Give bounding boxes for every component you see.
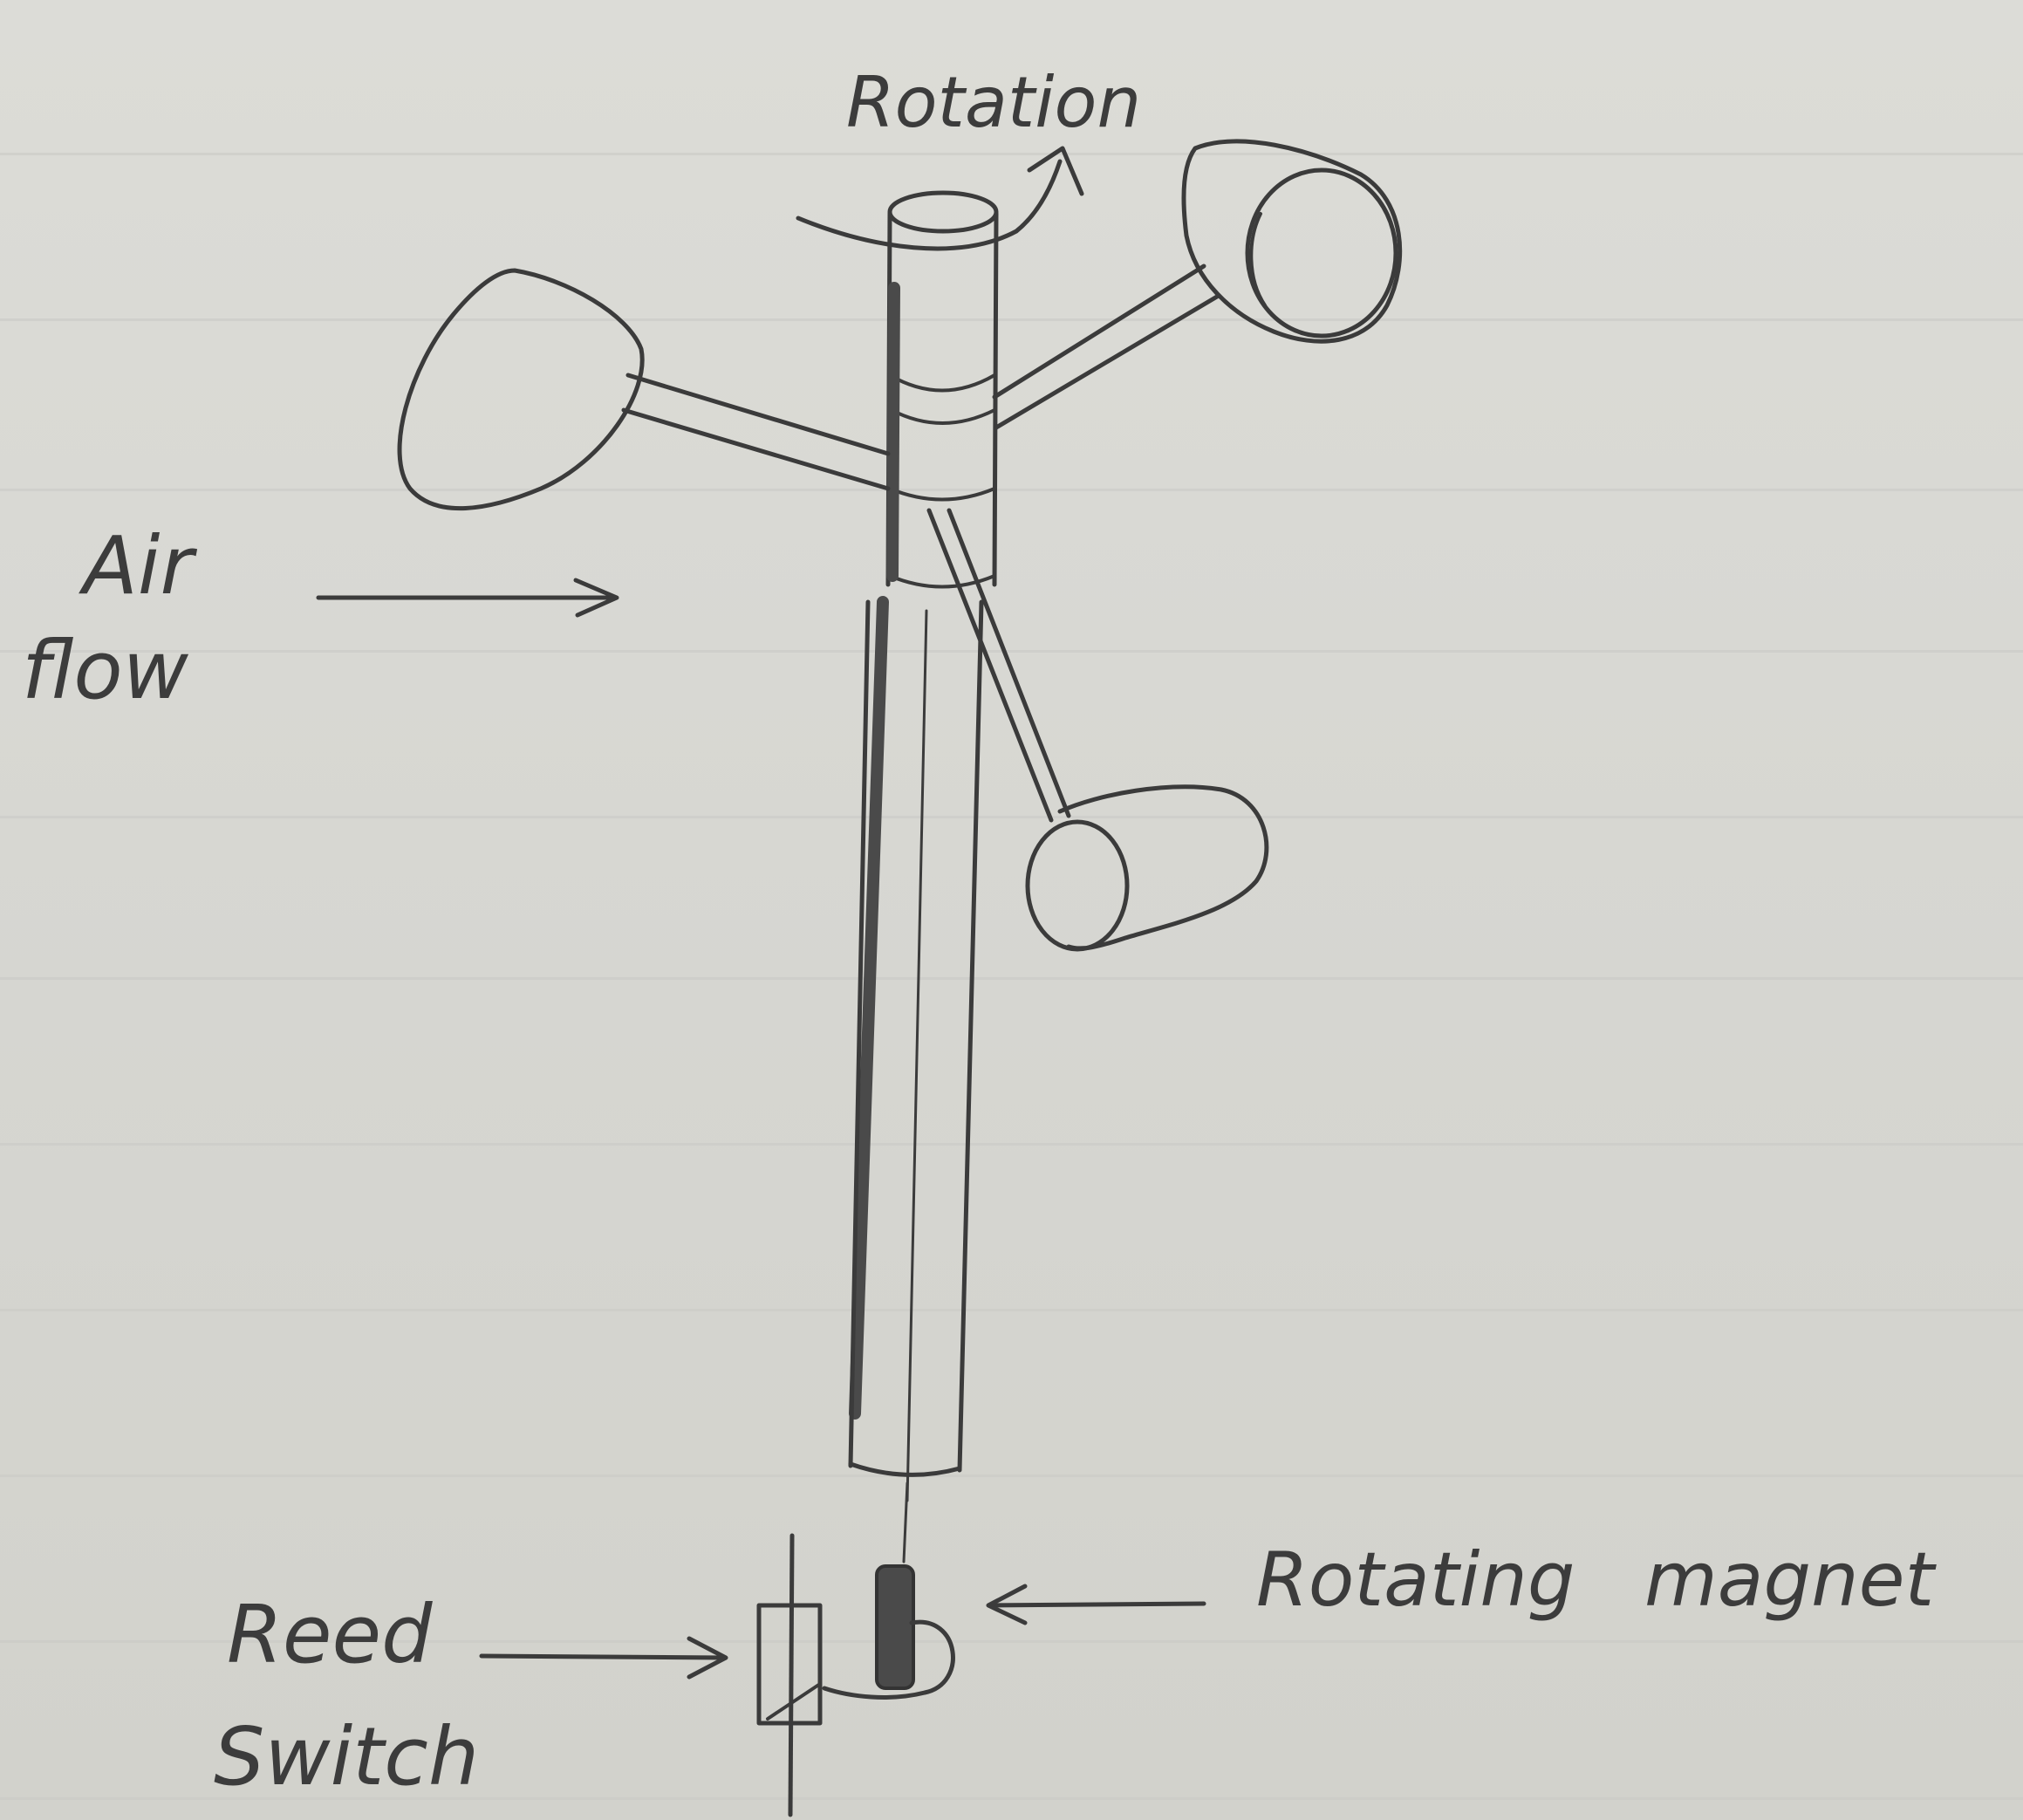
upper-right-cup: [994, 141, 1400, 428]
flow-label: flow: [22, 624, 189, 717]
rotation-arrow: [798, 148, 1082, 249]
rotating-label: Rotating: [1256, 1536, 1575, 1624]
cup-opening: [1247, 170, 1396, 336]
left-cup: [400, 270, 888, 509]
switch-label: Switch: [214, 1710, 479, 1803]
cup-opening: [1028, 822, 1127, 949]
magnet-label: magnet: [1644, 1536, 1937, 1624]
air-label: Air: [79, 519, 197, 612]
shaft: [851, 193, 996, 1562]
rotating-magnet: [824, 1566, 953, 1697]
air-flow-arrow: [318, 580, 617, 615]
rotation-label: Rotation: [846, 62, 1141, 143]
reed-switch-arrow: [482, 1639, 726, 1677]
magnet-arrow: [988, 1586, 1204, 1623]
reed-switch: [759, 1536, 820, 1815]
shaft-top-opening: [890, 193, 996, 231]
reed-label: Reed: [227, 1588, 433, 1681]
